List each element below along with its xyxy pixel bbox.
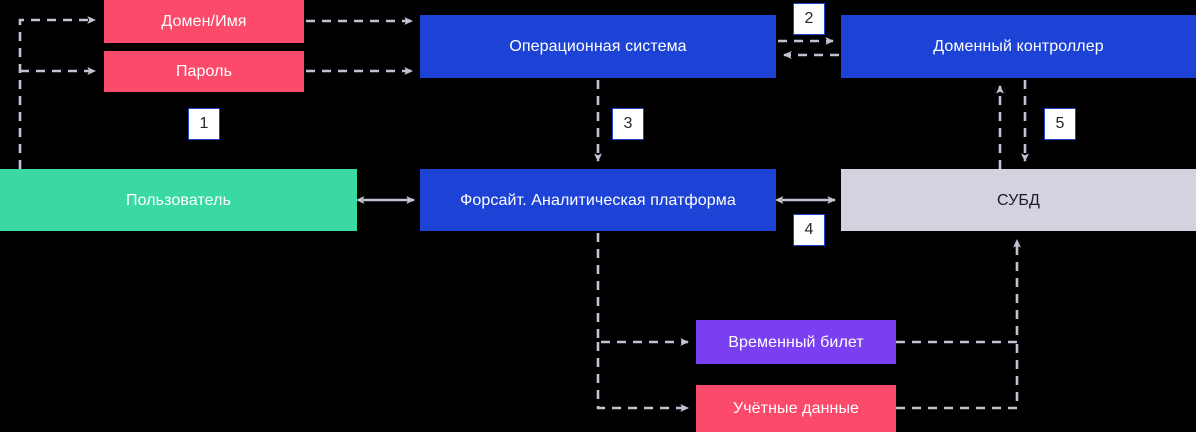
edge-user-to-domain-name [18, 16, 97, 169]
node-credentials-label: Учётные данные [732, 400, 860, 417]
node-temporary-ticket[interactable]: Временный билет [696, 320, 896, 364]
badge-step-3-label: 3 [623, 115, 633, 132]
badge-step-5: 5 [1044, 108, 1076, 140]
edge-foresight-platform-to-credentials [596, 342, 690, 412]
edge-temporary-ticket-to-dbms [896, 238, 1021, 344]
node-dbms[interactable]: СУБД [841, 169, 1196, 231]
badge-step-4-label: 4 [804, 221, 814, 238]
node-operating-system[interactable]: Операционная система [420, 15, 776, 78]
node-domain-controller[interactable]: Доменный контроллер [841, 15, 1196, 78]
node-password-label: Пароль [175, 63, 233, 80]
node-password[interactable]: Пароль [104, 51, 304, 92]
node-domain-name-label: Домен/Имя [161, 13, 247, 30]
node-domain-controller-label: Доменный контроллер [933, 38, 1104, 55]
badge-step-2-label: 2 [804, 10, 814, 27]
node-temporary-ticket-label: Временный билет [728, 333, 864, 351]
node-foresight-platform-label: Форсайт. Аналитическая платформа [460, 191, 736, 209]
node-dbms-label: СУБД [997, 191, 1040, 209]
badge-step-2: 2 [793, 3, 825, 35]
node-domain-name[interactable]: Домен/Имя [104, 0, 304, 43]
badge-step-1: 1 [188, 108, 220, 140]
badge-step-4: 4 [793, 214, 825, 246]
node-user-label: Пользователь [125, 191, 232, 209]
edge-foresight-platform-to-temporary-ticket [596, 233, 690, 346]
node-foresight-platform[interactable]: Форсайт. Аналитическая платформа [420, 169, 776, 231]
node-operating-system-label: Операционная система [509, 38, 687, 55]
badge-step-5-label: 5 [1055, 115, 1065, 132]
badge-step-1-label: 1 [199, 115, 209, 132]
edge-credentials-to-dbms [896, 342, 1019, 410]
node-credentials[interactable]: Учётные данные [696, 385, 896, 432]
node-user[interactable]: Пользователь [0, 169, 357, 231]
badge-step-3: 3 [612, 108, 644, 140]
